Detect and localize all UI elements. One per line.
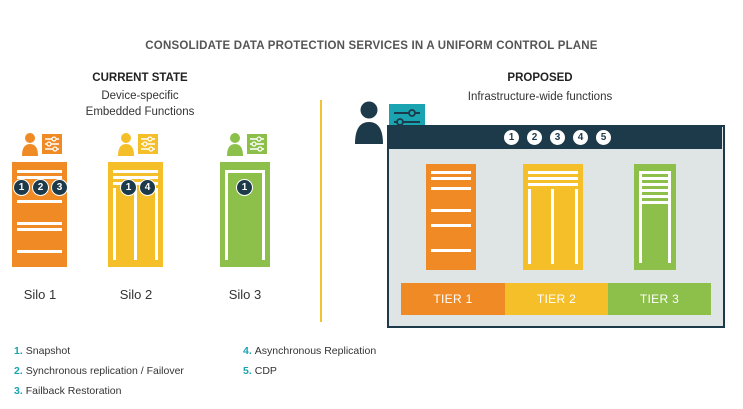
current-state-sub2: Embedded Functions	[85, 106, 195, 118]
proposed-sub: Infrastructure-wide functions	[467, 91, 613, 103]
legend-number: 2.	[14, 365, 23, 377]
badge: 1	[13, 179, 30, 196]
badge: 4	[139, 179, 156, 196]
badge: 1	[503, 129, 520, 146]
tier-2-label: TIER 2	[505, 283, 608, 315]
tier-2-rack	[523, 164, 583, 270]
current-state-sub1: Device-specific	[101, 90, 179, 102]
silo-2-admin-icon	[118, 133, 158, 156]
legend-text: Failback Restoration	[25, 385, 122, 397]
legend-item-5: 5.CDP	[243, 365, 277, 377]
sliders-icon	[138, 134, 158, 154]
tier-bar: TIER 1 TIER 2 TIER 3	[401, 283, 711, 315]
silo-3-rack	[220, 162, 270, 267]
legend-item-3: 3.Failback Restoration	[14, 385, 121, 397]
legend-item-2: 2.Synchronous replication / Failover	[14, 365, 184, 377]
tier-3-rack	[634, 164, 676, 270]
proposed-infrastructure-panel: 1 2 3 4 5 TIER 1 TIER 2 TIER 3	[387, 125, 725, 328]
legend-item-4: 4.Asynchronous Replication	[243, 345, 376, 357]
badge: 3	[549, 129, 566, 146]
silo-2-label: Silo 2	[119, 287, 153, 302]
tier-1-rack	[426, 164, 476, 270]
legend-text: Asynchronous Replication	[254, 345, 377, 357]
legend-number: 4.	[243, 345, 252, 357]
page-title: CONSOLIDATE DATA PROTECTION SERVICES IN …	[145, 40, 598, 52]
silo-1-badges: 1 2 3	[13, 179, 68, 196]
legend-number: 5.	[243, 365, 252, 377]
silo-1-rack	[12, 162, 67, 267]
silo-2-badges: 1 4	[120, 179, 156, 196]
badge: 3	[51, 179, 68, 196]
legend-item-1: 1.Snapshot	[14, 345, 70, 357]
badge: 1	[236, 179, 253, 196]
badge: 1	[120, 179, 137, 196]
badge: 2	[526, 129, 543, 146]
sliders-icon	[42, 134, 62, 154]
control-plane-badges: 1 2 3 4 5	[503, 129, 612, 146]
silo-1-admin-icon	[22, 133, 62, 156]
silo-3-admin-icon	[227, 133, 267, 156]
person-icon	[118, 133, 134, 156]
person-icon	[227, 133, 243, 156]
legend-text: CDP	[254, 365, 277, 377]
silo-2-rack	[108, 162, 163, 267]
sliders-icon	[247, 134, 267, 154]
badge: 4	[572, 129, 589, 146]
person-icon	[22, 133, 38, 156]
person-icon	[355, 101, 383, 144]
badge: 5	[595, 129, 612, 146]
tier-3-label: TIER 3	[608, 283, 711, 315]
silo-1-label: Silo 1	[23, 287, 57, 302]
legend-number: 3.	[14, 385, 23, 397]
badge: 2	[32, 179, 49, 196]
silo-3-label: Silo 3	[228, 287, 262, 302]
proposed-heading: PROPOSED	[507, 72, 573, 84]
section-divider	[320, 100, 322, 322]
legend-number: 1.	[14, 345, 23, 357]
current-state-heading: CURRENT STATE	[92, 72, 188, 84]
legend-text: Snapshot	[25, 345, 71, 357]
legend-text: Synchronous replication / Failover	[25, 365, 184, 377]
silo-3-badges: 1	[236, 179, 253, 196]
tier-1-label: TIER 1	[401, 283, 505, 315]
